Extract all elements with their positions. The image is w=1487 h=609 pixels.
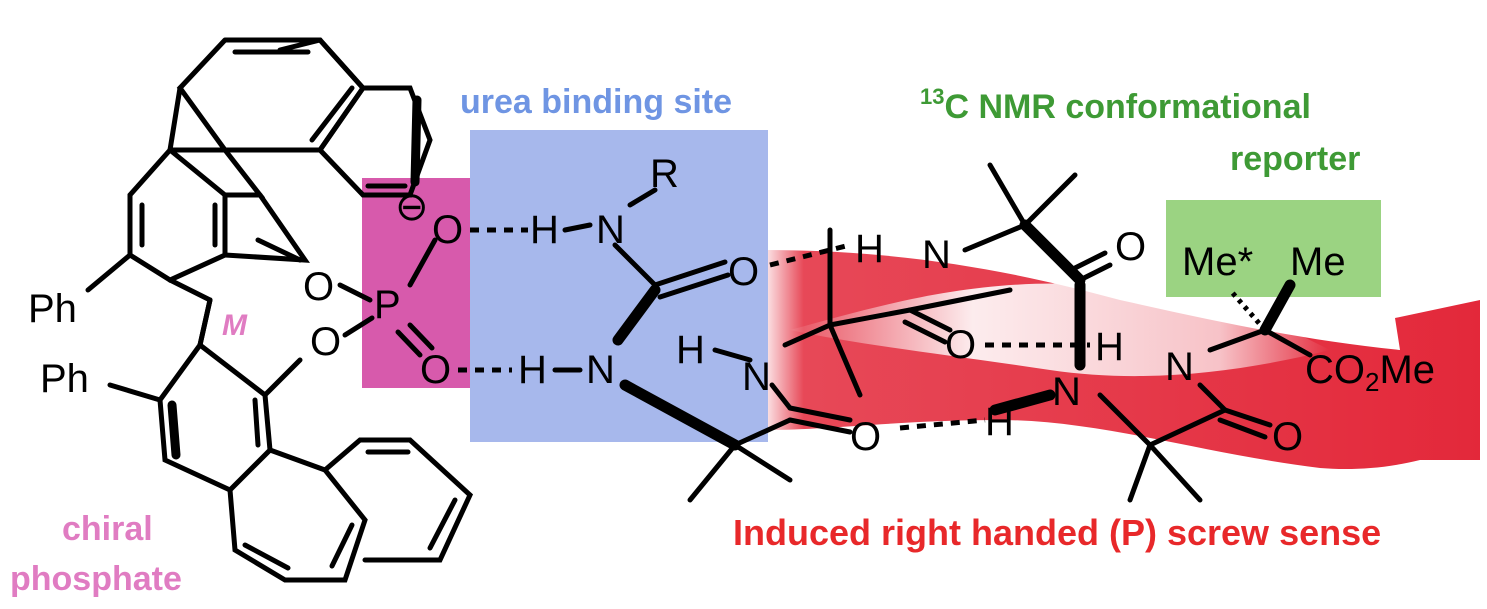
nmr-reporter-label-2: reporter	[1230, 140, 1360, 178]
phosphate-bonds	[337, 237, 438, 358]
atom-o-minus: O	[432, 208, 463, 252]
atom-h5: H	[1095, 325, 1124, 369]
screw-sense-label: Induced right handed (P) screw sense	[733, 512, 1381, 553]
atom-h3: H	[676, 328, 705, 372]
atom-r: R	[650, 152, 679, 196]
atom-o-urea: O	[728, 250, 759, 294]
atom-h4: H	[855, 227, 884, 271]
ester-group: CO2Me	[1305, 348, 1435, 397]
atom-n3: N	[742, 355, 771, 399]
atom-n4: N	[922, 233, 951, 277]
atom-h6: H	[985, 400, 1014, 444]
atom-o-b: O	[945, 323, 976, 367]
hydrogen-bonds	[458, 227, 1090, 431]
atom-h1: H	[530, 208, 559, 252]
peptide-bonds	[687, 162, 1313, 503]
atom-n1: N	[596, 208, 625, 252]
urea-bonds	[552, 187, 741, 451]
lower-aromatic-system	[107, 297, 474, 583]
atom-o2: O	[310, 320, 341, 364]
chiral-phosphate-label-1: chiral	[62, 510, 153, 548]
atom-o-a: O	[850, 415, 881, 459]
atom-me-star: Me*	[1182, 240, 1253, 284]
nmr-reporter-box	[1166, 200, 1381, 297]
atom-ph2: Ph	[40, 357, 89, 401]
chiral-phosphate-label-2: phosphate	[10, 560, 182, 598]
atom-o-c: O	[1115, 225, 1146, 269]
atom-n5: N	[1165, 345, 1194, 389]
nmr-reporter-label: 13C NMR conformational	[920, 84, 1311, 126]
atom-n6: N	[1052, 370, 1081, 414]
urea-binding-box	[470, 130, 768, 442]
atom-h2: H	[518, 348, 547, 392]
upper-aromatic-system	[85, 37, 433, 348]
helicity-label: M	[222, 309, 248, 342]
charge-minus: ⊖	[395, 185, 429, 229]
atom-me: Me	[1290, 240, 1346, 284]
atom-p: P	[374, 283, 401, 327]
atom-o1: O	[303, 265, 334, 309]
atom-o-d: O	[1272, 415, 1303, 459]
atom-ph1: Ph	[28, 287, 77, 331]
urea-site-label: urea binding site	[460, 83, 732, 121]
atom-o3: O	[420, 348, 451, 392]
atom-n2: N	[586, 348, 615, 392]
